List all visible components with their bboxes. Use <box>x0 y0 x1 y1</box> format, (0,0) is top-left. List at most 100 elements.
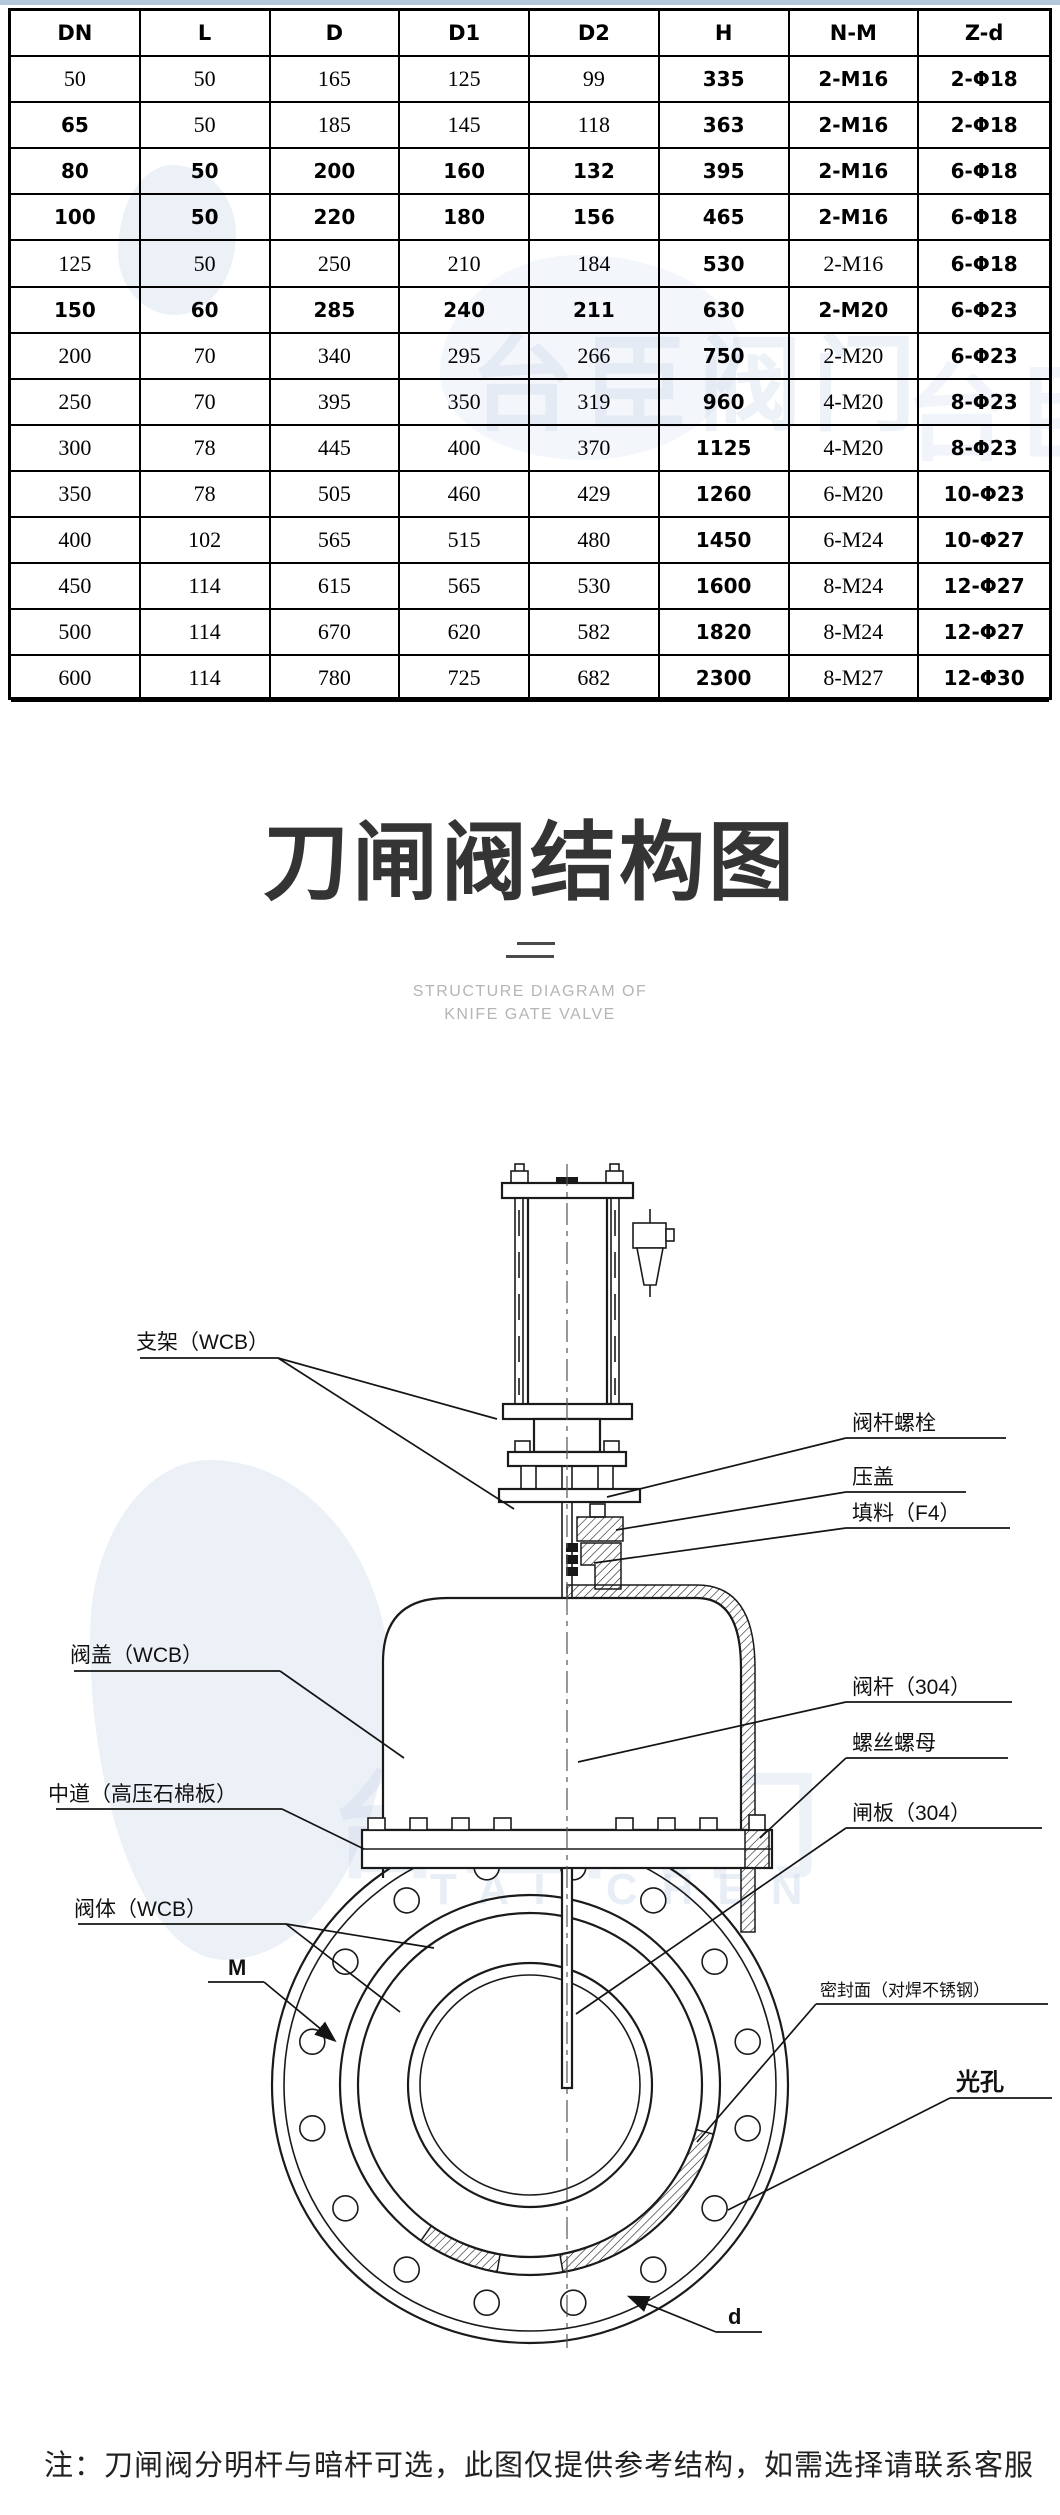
gland <box>576 1516 624 1542</box>
spec-cell: 6-Φ18 <box>919 195 1049 242</box>
spec-cell: 99 <box>530 57 660 104</box>
spec-cell: 132 <box>530 149 660 196</box>
spec-cell: 156 <box>530 195 660 242</box>
spec-cell: 2-M16 <box>789 103 920 150</box>
spec-cell: 125 <box>11 241 141 288</box>
spec-cell: 185 <box>270 103 401 150</box>
spec-cell: 335 <box>659 57 790 104</box>
flange-bolt-head <box>657 1817 676 1831</box>
leader-line <box>577 1701 847 1763</box>
spec-cell: 1820 <box>659 610 790 657</box>
spec-cell: 6-Φ18 <box>919 241 1049 288</box>
diagram-label-dim-d: d <box>728 2304 741 2329</box>
bolt-hole <box>332 2195 359 2222</box>
yoke-post <box>520 1465 537 1490</box>
footnote: 注：刀闸阀分明杆与暗杆可选，此图仅提供参考结构，如需选择请联系客服 <box>44 2450 1035 2482</box>
flange-bolt-head <box>699 1817 718 1831</box>
spec-cell: 500 <box>11 610 141 657</box>
spec-cell: 4-M20 <box>789 425 920 472</box>
spec-cell: 429 <box>530 471 660 519</box>
spec-cell: 50 <box>11 57 141 104</box>
screw-nut-section <box>744 1829 770 1869</box>
leader-line <box>277 1357 498 1420</box>
spec-cell: 1600 <box>659 564 790 611</box>
spec-cell: 6-M20 <box>789 471 920 519</box>
flange-bolt-head <box>615 1817 634 1831</box>
spec-cell: 460 <box>400 471 530 519</box>
flange-bolt-holes <box>298 1854 762 2316</box>
spec-cell: 295 <box>400 333 530 380</box>
spec-cell: 615 <box>270 564 401 611</box>
diagram-label-packing: 填料（F4） <box>852 1502 961 1525</box>
spec-cell: 10-Φ27 <box>919 518 1049 565</box>
diagram-label-screw-nut: 螺丝螺母 <box>852 1732 936 1755</box>
spec-cell: 1125 <box>659 425 790 472</box>
spec-cell: 285 <box>270 287 401 334</box>
spec-cell: 8-Φ23 <box>919 380 1049 426</box>
spec-cell: 250 <box>270 241 401 288</box>
spec-cell: 505 <box>270 471 401 519</box>
spec-cell: 50 <box>140 241 271 288</box>
diagram-label-mid-gasket: 中道（高压石棉板） <box>48 1783 237 1806</box>
spec-cell: 400 <box>400 425 530 472</box>
spec-cell: 220 <box>270 195 401 242</box>
spec-cell: 100 <box>11 195 141 242</box>
bolt-hole <box>701 1948 728 1975</box>
spec-col-header: L <box>140 11 271 58</box>
bolt-hole <box>298 2028 326 2055</box>
leader-line <box>727 2097 951 2211</box>
spec-cell: 200 <box>11 333 141 380</box>
spec-cell: 180 <box>400 195 530 242</box>
spec-cell: 250 <box>11 379 141 426</box>
spec-cell: 319 <box>530 379 660 426</box>
spec-cell: 210 <box>400 241 530 288</box>
spec-cell: 12-Φ27 <box>919 610 1049 657</box>
diagram-label-body: 阀体（WCB） <box>74 1898 207 1921</box>
spec-cell: 1450 <box>659 518 790 565</box>
spec-cell: 2-M20 <box>789 333 920 380</box>
spec-cell: 102 <box>140 518 271 565</box>
spec-cell: 530 <box>659 241 790 288</box>
spec-cell: 780 <box>270 656 401 703</box>
spec-cell: 118 <box>530 103 660 150</box>
spec-cell: 1260 <box>659 471 790 519</box>
spec-cell: 114 <box>140 610 271 657</box>
spec-cell: 10-Φ23 <box>919 472 1049 519</box>
leader-line <box>626 2295 717 2333</box>
divider-line <box>517 942 555 945</box>
spec-cell: 80 <box>11 149 141 196</box>
spec-cell: 8-M24 <box>789 564 920 611</box>
title-divider <box>0 942 1060 958</box>
spec-cell: 2-Φ18 <box>919 57 1049 104</box>
spec-cell: 200 <box>270 149 401 196</box>
spec-cell: 6-Φ18 <box>919 149 1049 196</box>
spec-col-header: DN <box>11 11 141 58</box>
leader-line <box>696 2003 817 2143</box>
diagram-label-seal-face: 密封面（对焊不锈钢） <box>820 1981 990 2000</box>
spec-col-header: Z-d <box>919 11 1049 58</box>
spec-cell: 363 <box>659 103 790 150</box>
spec-cell: 160 <box>400 149 530 196</box>
spec-cell: 400 <box>11 518 141 565</box>
spec-cell: 240 <box>400 287 530 334</box>
spec-cell: 600 <box>11 656 141 703</box>
divider-line <box>506 955 554 958</box>
bolt-hole <box>639 2256 667 2283</box>
flange-bolt-head <box>493 1817 512 1831</box>
spec-cell: 65 <box>11 103 141 150</box>
spec-col-header: D <box>270 11 401 58</box>
diagram-label-plain-hole: 光孔 <box>955 2069 1004 2096</box>
spec-cell: 8-M27 <box>789 656 920 703</box>
diagram-label-gland: 压盖 <box>852 1466 894 1489</box>
spec-col-header: H <box>659 11 790 58</box>
spec-cell: 6-Φ23 <box>919 288 1049 334</box>
diagram-label-stem: 阀杆（304） <box>852 1676 971 1699</box>
spec-cell: 70 <box>140 333 271 380</box>
leader-line <box>263 1981 337 2043</box>
spec-cell: 2-M16 <box>789 241 920 288</box>
spec-col-header: D2 <box>530 11 660 58</box>
spec-cell: 350 <box>11 471 141 519</box>
spec-cell: 465 <box>659 195 790 242</box>
